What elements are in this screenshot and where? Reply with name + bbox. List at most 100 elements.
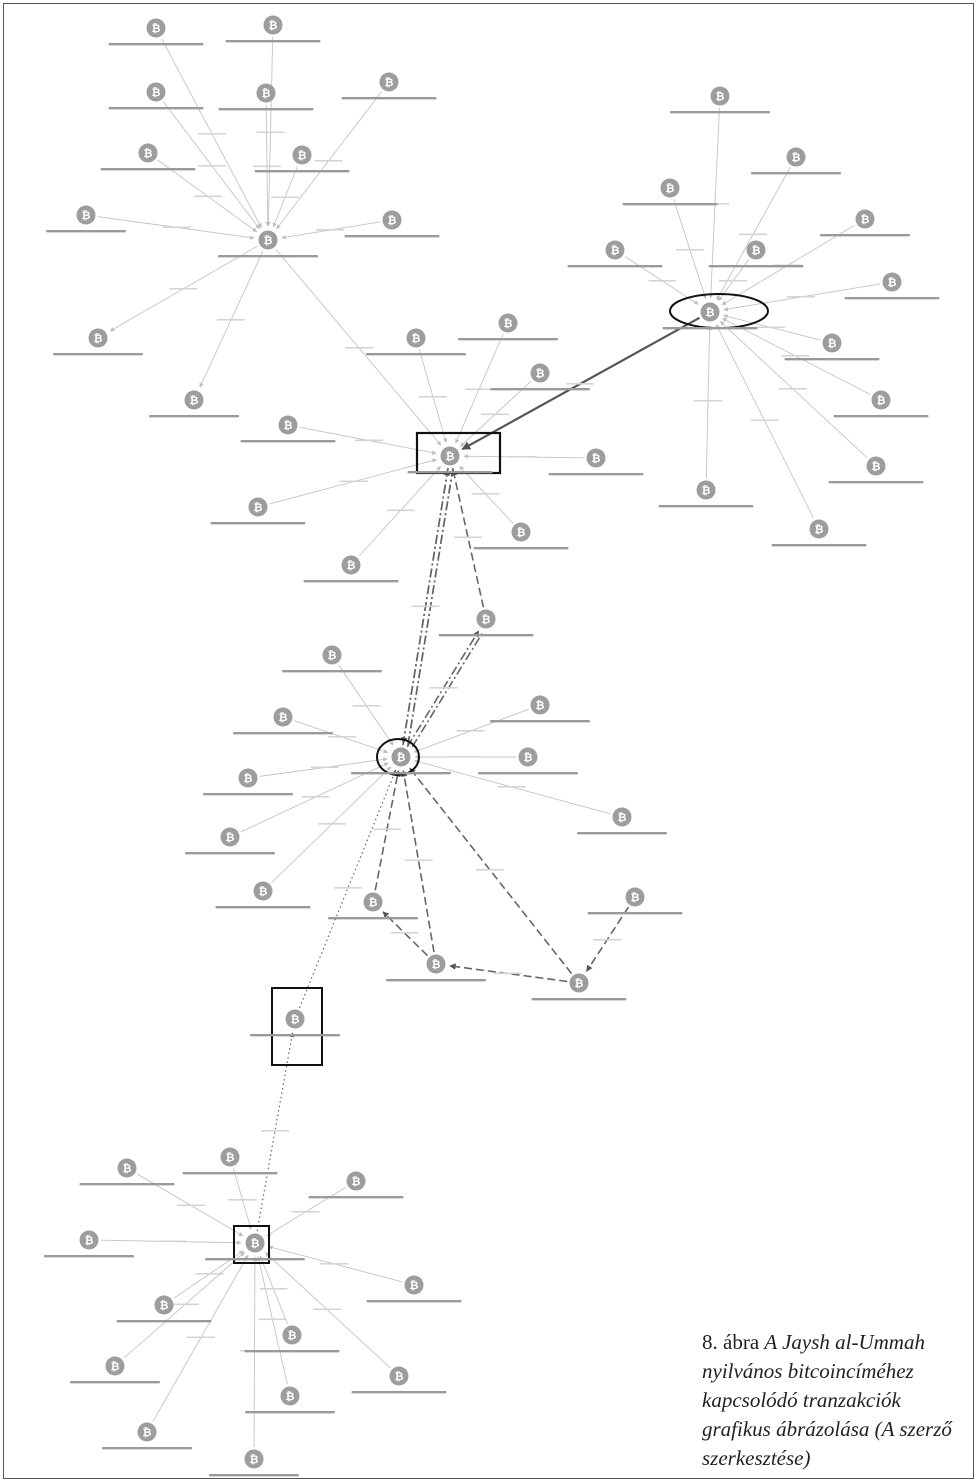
bitcoin-icon: ₿ [490,695,590,723]
bitcoin-icon: ₿ [567,240,663,268]
address-label [53,353,143,356]
bitcoin-icon: ₿ [102,1422,192,1450]
edge-amount-label [301,796,330,798]
bitcoin-icon-glyph: ₿ [251,1237,260,1250]
address-label [245,1411,335,1414]
bitcoin-icon [391,747,411,767]
edge-line [459,465,514,524]
bitcoin-icon-glyph: ₿ [504,317,513,330]
bitcoin-icon-glyph: ₿ [618,811,627,824]
edge-line [256,1032,295,1232]
edge-amount-label [493,972,522,975]
address-label [833,415,929,418]
address-label [351,772,451,775]
bitcoin-icon: ₿ [303,555,399,583]
edge-amount-label [314,160,343,162]
bitcoin-icon [389,1366,409,1386]
bitcoin-icon [660,178,680,198]
bitcoin-icon [76,205,96,225]
bitcoin-icon: ₿ [341,72,437,100]
bitcoin-icon: ₿ [182,1147,278,1175]
bitcoin-icon [710,86,730,106]
bitcoin-icon [605,240,625,260]
bitcoin-icon: ₿ [386,954,486,982]
address-label [108,43,204,46]
edge-amount-label [316,229,344,231]
bitcoin-icon [404,1275,424,1295]
edge-amount-label [310,766,339,769]
address-label [233,732,333,735]
bitcoin-icon-glyph: ₿ [226,831,235,844]
bitcoin-icon-glyph: ₿ [143,1426,152,1439]
bitcoin-icon [346,1171,366,1191]
bitcoin-icon: ₿ [844,272,940,300]
bitcoin-icon [220,1147,240,1167]
edge-amount-label [593,939,621,941]
bitcoin-icon [822,333,842,353]
bitcoin-icon [696,480,716,500]
bitcoin-icon [809,519,829,539]
bitcoin-icon: ₿ [282,645,382,673]
bitcoin-icon [292,145,312,165]
bitcoin-icon-glyph: ₿ [828,337,837,350]
bitcoin-icon: ₿ [531,973,627,1001]
bitcoin-icon-glyph: ₿ [592,452,601,465]
edge-line [715,324,815,519]
edge-amount-label [781,355,810,357]
bitcoin-icon: ₿ [108,82,204,110]
bitcoin-icon: ₿ [53,328,143,356]
bitcoin-icon: ₿ [218,230,318,258]
bitcoin-icon [245,1233,265,1253]
address-label [308,1196,404,1199]
address-label [531,998,627,1001]
edge-line [451,469,485,608]
bitcoin-icon: ₿ [254,145,350,173]
edge-amount-label [291,1211,320,1213]
edge-line [256,1256,288,1385]
bitcoin-icon-glyph: ₿ [244,772,253,785]
bitcoin-icon: ₿ [771,519,867,547]
edge-amount-label [454,536,482,539]
bitcoin-icon [285,1009,305,1029]
address-label [218,108,314,111]
bitcoin-icon: ₿ [244,1325,340,1353]
address-label [670,111,770,114]
bitcoin-icon-glyph: ₿ [792,151,801,164]
address-label [203,793,293,796]
address-label [215,906,311,909]
address-label [328,917,418,920]
bitcoin-icon [569,973,589,993]
edge-line [123,1251,245,1359]
address-label [490,720,590,723]
bitcoin-icon: ₿ [438,609,534,637]
address-label [478,772,578,775]
bitcoin-icon-glyph: ₿ [752,244,761,257]
edge-amount-label [481,413,509,416]
address-label [205,1258,305,1261]
bitcoin-icon [117,1158,137,1178]
address-label [185,852,275,855]
bitcoin-icon [146,18,166,38]
address-label [587,912,683,915]
bitcoin-icon-glyph: ₿ [111,1360,120,1373]
bitcoin-icon [786,147,806,167]
bitcoin-icon [282,1325,302,1345]
edge-amount-label [217,319,245,321]
edge-amount-label [195,1273,224,1275]
bitcoin-icon: ₿ [658,480,754,508]
bitcoin-icon-glyph: ₿ [482,613,491,626]
bitcoin-icon: ₿ [149,390,239,418]
address-label [44,1255,134,1258]
edge-amount-label [648,280,677,282]
address-label [366,1300,462,1303]
bitcoin-icon-glyph: ₿ [412,332,421,345]
bitcoin-icon: ₿ [458,313,558,341]
edge-amount-label [187,1336,215,1339]
edge-line [259,1255,288,1325]
address-label [386,979,486,982]
address-label [771,544,867,547]
bitcoin-icon: ₿ [209,1449,299,1477]
edge-line [409,767,573,975]
bitcoin-icon: ₿ [225,15,321,43]
address-label [351,1391,447,1394]
